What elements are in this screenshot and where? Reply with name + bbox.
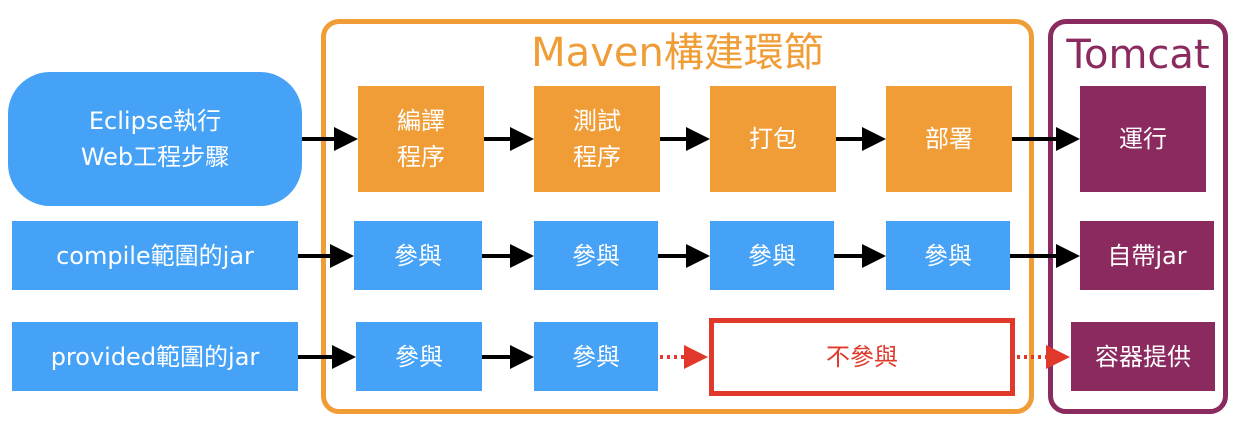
- compile-participate-box-3: 參與: [710, 221, 834, 290]
- provided-scope-jar-box: provided範圍的jar: [12, 322, 298, 391]
- tomcat-bundled-jar-box: 自帶jar: [1080, 221, 1214, 290]
- not-participate-box: 不參與: [709, 318, 1015, 396]
- tomcat-title: Tomcat: [1066, 32, 1210, 78]
- test-step-box: 測試 程序: [534, 86, 660, 192]
- compile-step-box: 編譯 程序: [358, 86, 484, 192]
- deploy-step-box: 部署: [886, 86, 1012, 192]
- compile-participate-box-1: 參與: [354, 221, 482, 290]
- tomcat-run-box: 運行: [1080, 86, 1206, 192]
- eclipse-steps-box: Eclipse執行 Web工程步驟: [8, 72, 302, 206]
- provided-participate-box-2: 參與: [534, 322, 658, 391]
- provided-participate-box-1: 參與: [356, 322, 482, 391]
- tomcat-container-provided-box: 容器提供: [1071, 322, 1215, 391]
- tomcat-frame: [1048, 19, 1228, 414]
- compile-participate-box-4: 參與: [886, 221, 1010, 290]
- maven-title: Maven構建環節: [531, 30, 824, 76]
- package-step-box: 打包: [710, 86, 836, 192]
- compile-participate-box-2: 參與: [534, 221, 658, 290]
- compile-scope-jar-box: compile範圍的jar: [12, 221, 298, 290]
- maven-frame: [321, 19, 1034, 414]
